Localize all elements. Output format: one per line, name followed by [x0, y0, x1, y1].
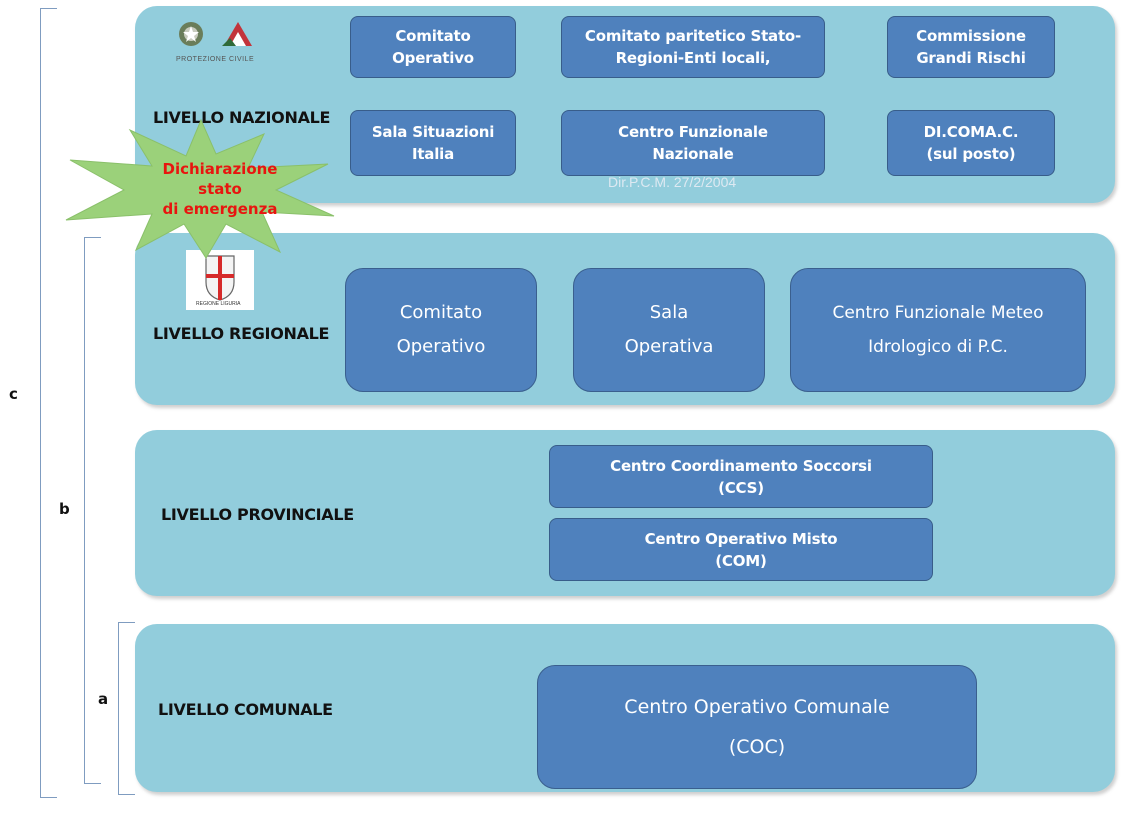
box-centro-funzionale-meteo: Centro Funzionale Meteo Idrologico di P.… — [790, 268, 1086, 392]
box-coc: Centro Operativo Comunale (COC) — [537, 665, 977, 789]
box-sala-situazioni-italia: Sala Situazioni Italia — [350, 110, 516, 176]
bracket-b — [84, 237, 101, 784]
dpcm-note: Dir.P.C.M. 27/2/2004 — [608, 174, 737, 190]
level-nazionale-title: LIVELLO NAZIONALE — [153, 108, 331, 127]
box-com: Centro Operativo Misto (COM) — [549, 518, 933, 581]
emblem-icon — [179, 22, 252, 46]
emergency-burst-icon — [65, 118, 335, 259]
protezione-civile-logo: PROTEZIONE CIVILE — [174, 16, 274, 84]
level-comunale-title: LIVELLO COMUNALE — [158, 700, 333, 719]
emergency-declaration-text: Dichiarazione stato di emergenza — [162, 160, 278, 218]
regione-liguria-logo: REGIONE LIGURIA — [186, 250, 254, 310]
bracket-c — [40, 8, 57, 798]
box-sala-operativa: Sala Operativa — [573, 268, 765, 392]
box-commissione-grandi-rischi: Commissione Grandi Rischi — [887, 16, 1055, 78]
bracket-c-label: c — [9, 385, 18, 403]
box-comitato-operativo-nazionale: Comitato Operativo — [350, 16, 516, 78]
shield-icon — [186, 250, 254, 310]
box-centro-funzionale-nazionale: Centro Funzionale Nazionale — [561, 110, 825, 176]
regione-liguria-logo-text: REGIONE LIGURIA — [196, 301, 241, 307]
box-comitato-operativo-regionale: Comitato Operativo — [345, 268, 537, 392]
bracket-b-label: b — [59, 500, 70, 518]
protezione-civile-logo-text: PROTEZIONE CIVILE — [176, 56, 255, 63]
box-ccs: Centro Coordinamento Soccorsi (CCS) — [549, 445, 933, 508]
level-regionale-title: LIVELLO REGIONALE — [153, 324, 330, 343]
box-dicomac: DI.COMA.C. (sul posto) — [887, 110, 1055, 176]
bracket-a — [118, 622, 135, 795]
box-comitato-paritetico: Comitato paritetico Stato- Regioni-Enti … — [561, 16, 825, 78]
level-provinciale-title: LIVELLO PROVINCIALE — [161, 505, 354, 524]
bracket-a-label: a — [98, 690, 109, 708]
